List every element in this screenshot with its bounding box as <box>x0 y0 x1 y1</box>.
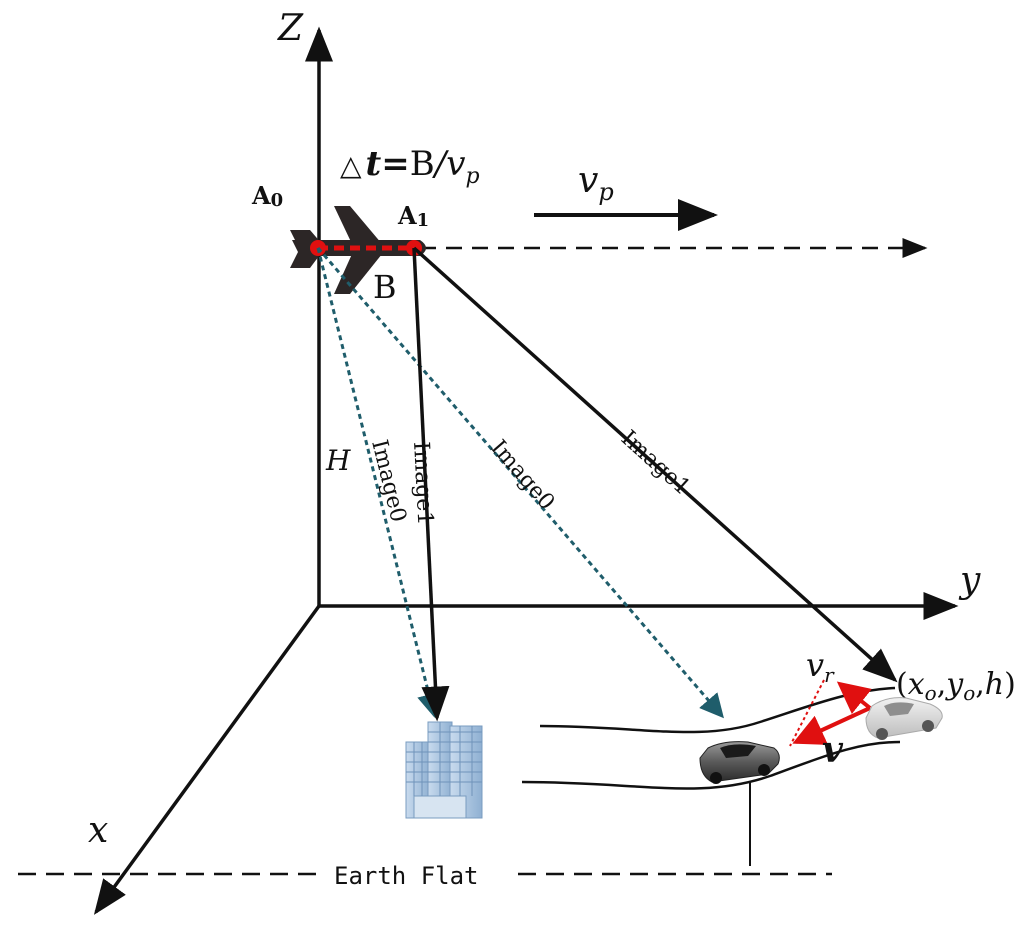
y-axis-label: y <box>958 560 981 601</box>
platform-velocity-label: vp <box>578 160 614 206</box>
ray-label-image0-vertical: Image0 <box>366 437 411 524</box>
target-coordinate: (xo,yo,h) <box>896 667 1016 705</box>
building-icon <box>405 721 483 819</box>
x-axis <box>93 604 321 915</box>
point-a0-label: A0 <box>251 181 283 211</box>
time-baseline-formula: △t=B/vp <box>340 144 480 189</box>
point-a1-label: A1 <box>397 201 429 231</box>
baseline-label: B <box>373 268 397 306</box>
z-axis-label: Z <box>277 8 304 49</box>
velocity-dotted-line <box>789 679 825 747</box>
vr-label: vr <box>806 646 835 687</box>
ray-a1-target <box>412 246 898 683</box>
ray-label-image1-diagonal: Image1 <box>616 426 695 501</box>
road-upper <box>539 686 896 734</box>
velocity-vr-arrow <box>836 681 872 714</box>
x-axis-label: x <box>88 810 108 851</box>
ray-label-image1-vertical: Image1 <box>408 441 437 526</box>
height-label: H <box>325 444 351 477</box>
car-ghost-icon <box>865 697 943 740</box>
ray-label-image0-diagonal: Image0 <box>485 436 559 516</box>
ray-a0-building <box>316 247 441 718</box>
v-label: v <box>822 729 844 771</box>
road-lower <box>521 740 901 790</box>
car-icon <box>699 741 780 784</box>
axes: Z y x <box>88 8 981 915</box>
ray-a0-car <box>316 247 724 719</box>
ray-a1-building <box>412 247 450 722</box>
earth-flat-label: Earth Flat <box>334 862 479 890</box>
